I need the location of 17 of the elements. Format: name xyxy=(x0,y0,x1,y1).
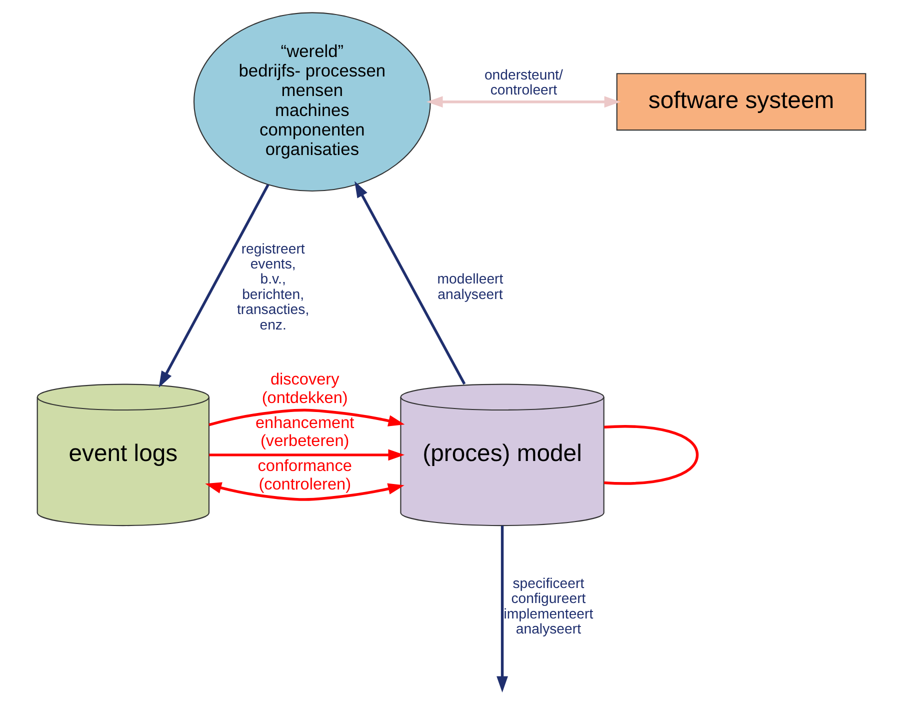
arrow xyxy=(496,526,508,693)
arrow xyxy=(208,449,404,461)
arrow xyxy=(208,408,404,426)
edge-label: conformance (controleren) xyxy=(257,457,352,494)
node-box: software systeem xyxy=(616,73,866,131)
arrow xyxy=(426,96,620,108)
edge-label: discovery (ontdekken) xyxy=(261,370,348,407)
arrow xyxy=(158,184,269,388)
edge-label: specificeert configureert implementeert analyseert xyxy=(503,574,593,637)
arrow xyxy=(354,181,466,385)
edge-label: enhancement (verbeteren) xyxy=(255,414,354,450)
edge-label: modelleert analyseert xyxy=(436,270,503,302)
arrow xyxy=(204,482,404,501)
edge-label: registreert events, b.v., berichten, transacties, enz. xyxy=(236,240,309,332)
connector xyxy=(604,425,698,485)
edge-label: ondersteunt/ controleert xyxy=(484,66,562,98)
node-ellipse: “wereld” bedrijfs- processen mensen machines componenten organisaties xyxy=(192,12,430,192)
